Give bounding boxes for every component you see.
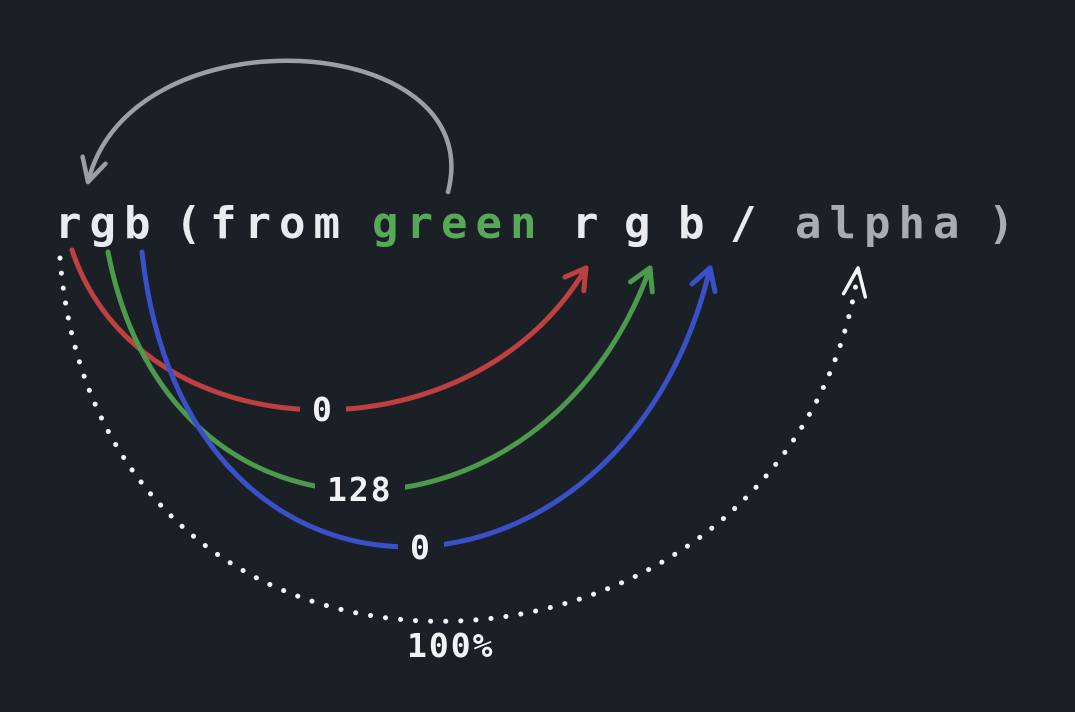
token-origin-color-green: green xyxy=(372,198,545,249)
origin-color-arrow xyxy=(80,58,454,195)
token-close-paren: ) xyxy=(988,198,1023,249)
blue-channel-arrow xyxy=(139,249,718,550)
token-alpha: alpha xyxy=(795,198,968,249)
origin-color-arrowhead-icon xyxy=(80,154,108,185)
alpha-channel-arrowhead-icon xyxy=(841,266,868,299)
token-g-channel: g xyxy=(624,198,659,249)
token-open-paren: ( xyxy=(175,198,210,249)
token-b-channel: b xyxy=(678,198,713,249)
red-channel-arrowhead-icon xyxy=(562,265,589,294)
token-rgb: rgb xyxy=(55,198,159,249)
blue-channel-value-label: 0 xyxy=(398,530,444,566)
green-channel-arrowhead-icon xyxy=(628,265,655,295)
blue-channel-arrowhead-icon xyxy=(689,265,718,294)
alpha-channel-value-label: 100% xyxy=(395,628,507,664)
red-channel-arrow xyxy=(69,247,589,413)
red-channel-value-label: 0 xyxy=(300,392,346,428)
green-channel-value-label: 128 xyxy=(315,472,405,508)
token-from: from xyxy=(210,198,348,249)
alpha-channel-arrow xyxy=(57,255,868,624)
token-slash: / xyxy=(730,198,765,249)
token-r-channel: r xyxy=(572,198,607,249)
